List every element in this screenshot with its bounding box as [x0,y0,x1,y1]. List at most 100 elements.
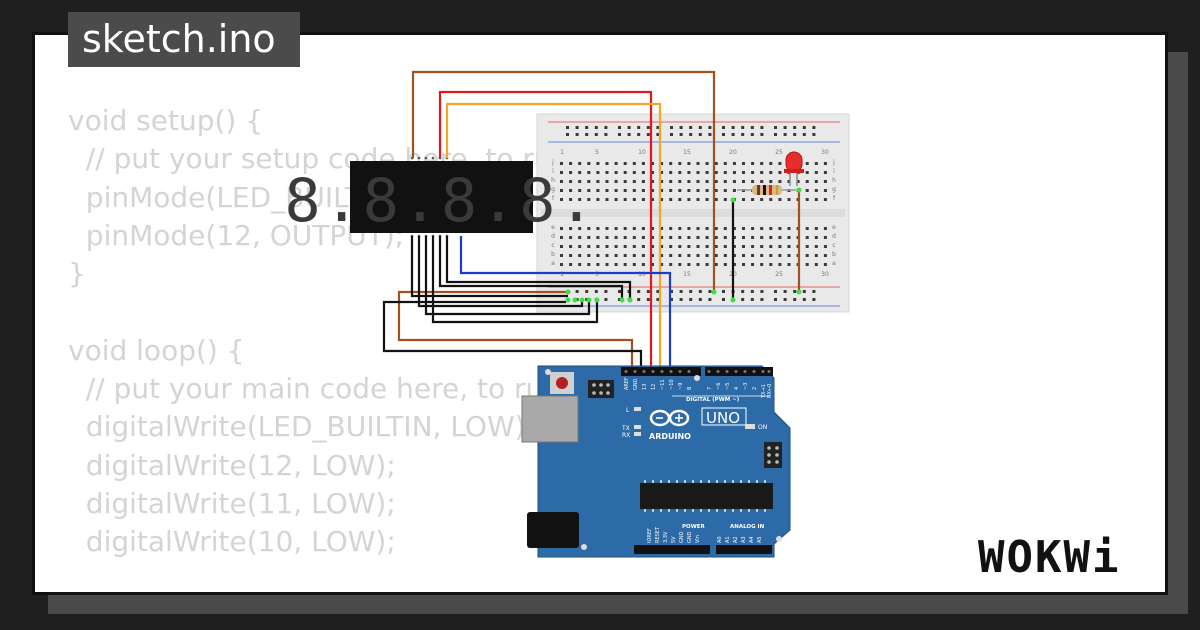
breadboard-hole [651,263,654,266]
breadboard-hole [587,236,591,239]
breadboard-hole [698,133,702,136]
led[interactable] [784,151,804,186]
col-label: 10 [638,149,646,156]
breadboard-hole [632,254,636,257]
breadboard-hole [596,227,600,230]
breadboard-hole [705,180,709,183]
breadboard-hole [575,290,579,293]
breadboard-hole [714,189,718,192]
breadboard-hole [605,180,609,183]
breadboard-hole [760,298,764,301]
breadboard-hole [769,245,773,248]
breadboard-hole [678,189,682,192]
svg-text:j: j [832,159,835,166]
breadboard-hole [687,189,691,192]
breadboard-hole [793,290,797,293]
svg-text:TX: TX [621,425,630,432]
breadboard-hole [805,171,809,174]
svg-text:g: g [551,186,555,193]
breadboard-hole [641,180,645,183]
svg-text:b: b [832,251,836,258]
wire-black-3 [424,236,591,316]
seven-segment-display[interactable]: 8.8.8.8. [285,156,598,238]
breadboard-hole [632,171,636,174]
svg-text:13: 13 [642,384,648,390]
breadboard-hole [560,263,563,266]
breadboard-hole [604,133,608,136]
breadboard-hole [660,171,664,174]
breadboard-hole [605,254,609,257]
breadboard-hole [632,245,636,248]
code-line: digitalWrite(LED_BUILTIN, LOW); [68,410,536,444]
breadboard-hole [696,180,700,183]
seven-segment-digits: 8.8.8.8. [285,166,598,236]
breadboard-hole [578,254,582,257]
breadboard-hole [723,198,727,201]
breadboard-hole [696,254,700,257]
breadboard-hole [660,180,664,183]
breadboard-hole [778,171,782,174]
breadboard-hole [605,236,609,239]
breadboard-hole [705,162,709,165]
breadboard-hole [823,198,827,201]
breadboard-hole [783,298,787,301]
breadboard-hole [760,245,764,248]
breadboard-hole [585,290,589,293]
breadboard-hole [708,290,712,293]
breadboard-hole [641,189,645,192]
svg-text:TX→1: TX→1 [761,384,767,399]
breadboard-hole [769,162,773,165]
breadboard-hole [805,180,809,183]
wire-black-4 [431,236,599,324]
breadboard-hole [783,133,787,136]
breadboard-hole [587,162,591,165]
svg-text:c: c [551,242,554,249]
header-digital-low [705,367,773,376]
breadboard-hole [705,227,709,230]
breadboard-hole [769,227,773,230]
breadboard-hole [778,180,782,183]
breadboard-hole [679,133,683,136]
breadboard-hole [605,189,609,192]
breadboard-hole [560,180,563,183]
breadboard-hole [656,126,660,129]
breadboard-hole [787,227,791,230]
breadboard-hole [705,245,709,248]
breadboard-hole [778,236,782,239]
breadboard-hole [669,189,673,192]
breadboard-hole [802,126,806,129]
breadboard-hole [742,263,745,266]
breadboard-hole [814,180,818,183]
breadboard-hole [722,133,725,136]
wires [382,70,801,372]
file-tab[interactable]: sketch.ino [68,12,300,67]
code-line: pinMode(12, OUTPUT); [68,218,405,252]
breadboard-hole [569,263,573,266]
breadboard[interactable]: 1 5 10 15 20 25 30 1 5 10 15 20 25 30 j … [536,113,850,313]
breadboard-hole [823,171,827,174]
breadboard-hole [769,254,773,257]
breadboard-hole [778,245,782,248]
breadboard-hole [637,126,641,129]
svg-text:~6: ~6 [716,383,722,390]
breadboard-hole [687,245,691,248]
breadboard-hole [623,263,627,266]
breadboard-hole [651,180,654,183]
breadboard-row-labels: j i h g f e d c b a j i h g f e d c b a [551,159,836,267]
breadboard-hole [596,198,600,201]
breadboard-hole [805,263,809,266]
svg-text:GND: GND [679,531,685,543]
wokwi-logo[interactable]: WOKWi [978,532,1121,583]
breadboard-hole [646,290,650,293]
svg-text:h: h [832,177,836,184]
power-jack [527,512,579,548]
resistor[interactable] [737,185,796,195]
breadboard-hole [637,133,641,136]
breadboard-hole [632,162,636,165]
breadboard-hole [669,171,673,174]
breadboard-hole [705,198,709,201]
breadboard-hole [760,133,764,136]
breadboard-hole [660,263,664,266]
arduino-uno[interactable]: AREF GND 13 12 ~11 ~10 ~9 8 7 ~6 ~5 4 ~3… [521,365,791,558]
